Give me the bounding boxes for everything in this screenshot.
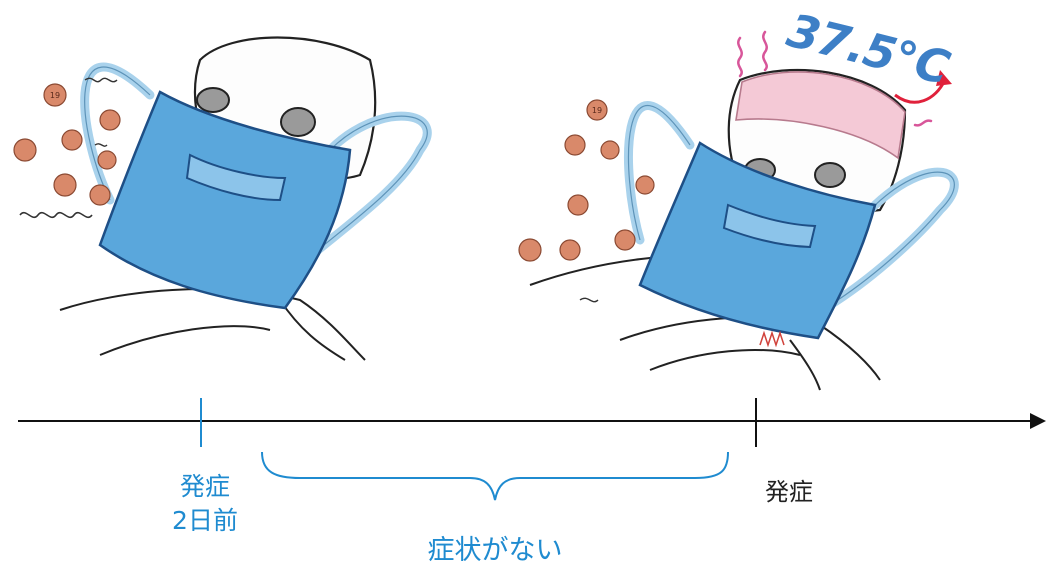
virus-labels: 19 19 [50,91,602,115]
person-before-onset [19,36,432,361]
no-symptoms-label: 症状がない [427,535,563,566]
no-symptom-bracket [261,451,729,501]
timeline-arrowhead-icon [1030,413,1046,429]
before-onset-label: 発症 2日前 [150,470,260,538]
onset-label: 発症 [765,478,813,506]
before-onset-label-line1: 発症 [179,472,230,501]
heat-wave-icon [737,30,933,127]
virus-cluster-right [518,99,655,262]
virus-label: 19 [592,106,602,115]
face-mask-icon [98,90,352,310]
fever-headband-icon [735,71,906,160]
before-onset-label-line2: 2日前 [172,505,238,535]
person-onset [529,68,959,391]
face-mask-icon [638,141,877,340]
virus-cluster-left [13,83,121,206]
virus-label: 19 [50,91,60,100]
timeline [18,398,1046,447]
